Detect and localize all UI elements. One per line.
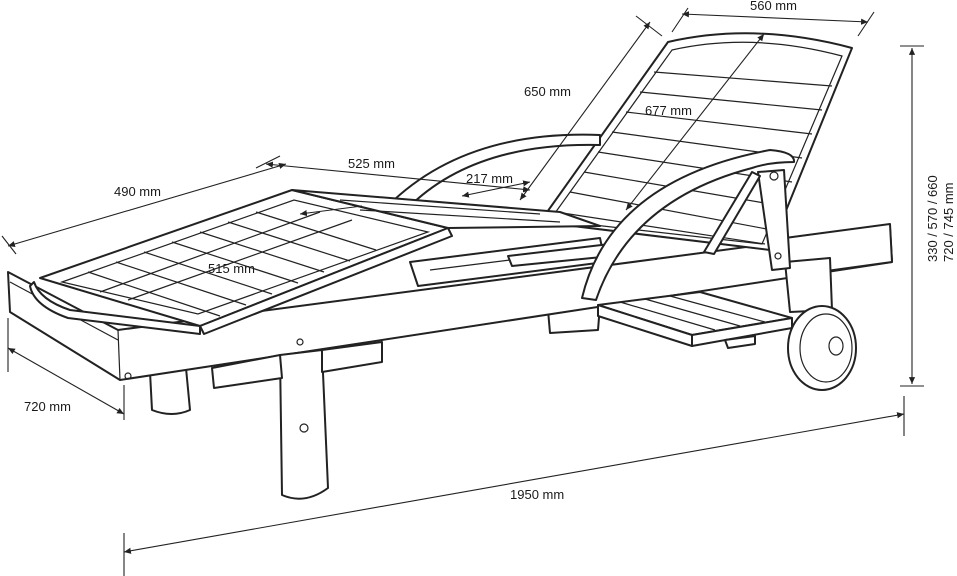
dimension-backrest-width: 560 mm: [671, 0, 875, 37]
dimension-seat-inner: 515 mm: [208, 205, 363, 276]
label-seat-width-outer: 490 mm: [114, 184, 161, 199]
dimension-overall-length: 1950 mm: [123, 396, 905, 576]
label-overall-length: 1950 mm: [510, 487, 564, 502]
front-leg: [279, 349, 329, 500]
dimension-backrest-length-inner: 677 mm: [625, 33, 765, 211]
dimension-height: 330 / 570 / 660 720 / 745 mm: [900, 45, 956, 387]
label-height-positions: 330 / 570 / 660: [925, 175, 940, 262]
pull-out-tray: [597, 291, 793, 349]
wheel: [784, 257, 857, 391]
dimension-seat-width-outer: 490 mm: [1, 163, 287, 255]
leg-brace: [211, 341, 383, 389]
label-seat-inner: 515 mm: [208, 261, 255, 276]
leg-rest: [29, 189, 601, 335]
dimension-armrest-offset: 217 mm: [461, 171, 531, 198]
label-armrest-offset: 217 mm: [466, 171, 513, 186]
label-backrest-width: 560 mm: [750, 0, 797, 13]
label-seat-length: 525 mm: [348, 156, 395, 171]
label-backrest-length-inner: 677 mm: [645, 103, 692, 118]
label-height-total: 720 / 745 mm: [941, 183, 956, 263]
lounger-frame: [7, 223, 893, 381]
label-backrest-length-outer: 650 mm: [524, 84, 571, 99]
label-lounger-width: 720 mm: [24, 399, 71, 414]
